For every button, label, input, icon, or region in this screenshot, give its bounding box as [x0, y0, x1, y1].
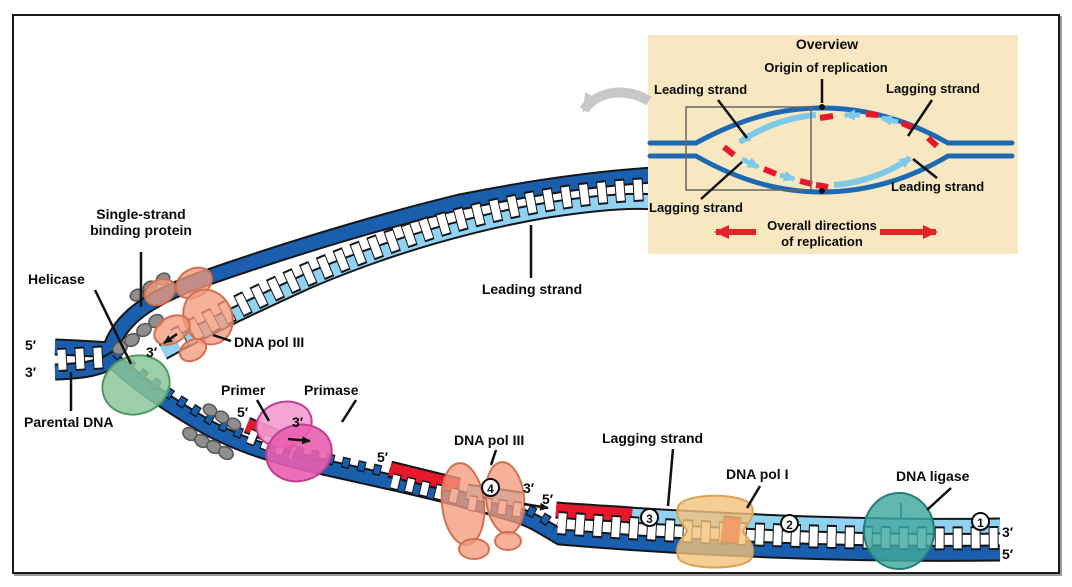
inset-title: Overview — [795, 36, 859, 52]
step-circle-4: 4 — [481, 478, 500, 497]
leading-strand-new — [158, 177, 655, 360]
ssb-label: Single-strand binding protein — [90, 206, 192, 238]
dna-pol-iii-lagging-blob — [440, 461, 526, 560]
dna-pol-i-blob — [676, 494, 754, 569]
leading-3prime-arrow — [163, 332, 178, 345]
inset-lagging-top-label: Lagging strand — [886, 81, 980, 96]
primase-blob — [255, 400, 333, 483]
ssb-label-line1: Single-strand — [96, 206, 186, 222]
origin-dot-top — [819, 104, 825, 110]
parental-base-pairs — [57, 345, 111, 372]
primer1-5prime: 5′ — [237, 404, 249, 420]
parental-dna-label: Parental DNA — [24, 414, 114, 430]
inset-lagging-top — [819, 109, 939, 149]
dna-pol-iii-leading-label: DNA pol III — [234, 334, 305, 350]
origin-dot-bottom — [819, 188, 825, 194]
dna-pol-iii-leading-blob — [143, 266, 234, 363]
ssb-label-line2: binding protein — [90, 222, 192, 238]
lagging-end-5prime: 5′ — [1002, 546, 1014, 562]
inset-zoom-region-box — [685, 106, 812, 191]
fragment4-growth-arrow — [523, 502, 549, 511]
overview-inset — [647, 35, 1018, 254]
step-circle-1: 1 — [971, 512, 990, 531]
leading-strand-label: Leading strand — [481, 281, 583, 297]
fragment4-5prime: 5′ — [377, 449, 389, 465]
ssb-beads-lower — [182, 403, 242, 461]
lagging-end-3prime: 3′ — [1002, 524, 1014, 540]
fragment4-3prime: 3′ — [523, 480, 535, 496]
inset-origin-label: Origin of replication — [764, 60, 888, 75]
pointer-lines — [69, 225, 952, 511]
inset-leading-arrow-right — [833, 155, 912, 188]
dna-pol-iii-lagging-label: DNA pol III — [454, 432, 525, 448]
helicase-label: Helicase — [28, 271, 85, 287]
figure-border — [12, 14, 1060, 574]
dna-pol-i-label: DNA pol I — [726, 466, 789, 482]
parental-bottom-3prime: 3′ — [25, 364, 37, 380]
inset-overall-line2: of replication — [781, 234, 863, 249]
step-circle-2: 2 — [780, 514, 799, 533]
step-circle-3: 3 — [640, 508, 659, 527]
primer-label: Primer — [221, 382, 266, 398]
inset-lagging-bottom-label: Lagging strand — [649, 200, 743, 215]
inset-lagging-bottom — [722, 144, 829, 190]
primer1-growth-arrow — [287, 436, 311, 445]
parental-top-5prime: 5′ — [25, 337, 37, 353]
dna-ligase-blob — [863, 492, 935, 570]
inset-overall-directions-label: Overall directions of replication — [767, 218, 877, 250]
inset-overall-line1: Overall directions — [767, 218, 877, 233]
fragment3-5prime: 5′ — [542, 491, 554, 507]
leading-new-3prime: 3′ — [146, 344, 158, 360]
inset-callout-arrow — [579, 87, 652, 114]
parental-and-leading-template-strand — [54, 166, 655, 359]
dna-ligase-label: DNA ligase — [896, 468, 970, 484]
inset-leading-bottom-label: Leading strand — [891, 179, 985, 194]
primer1-3prime: 3′ — [292, 414, 304, 430]
primase-label: Primase — [304, 382, 359, 398]
inset-leading-top-label: Leading strand — [654, 82, 748, 97]
lagging-strand-label: Lagging strand — [602, 430, 704, 446]
lagging-strand-new — [555, 501, 1001, 551]
